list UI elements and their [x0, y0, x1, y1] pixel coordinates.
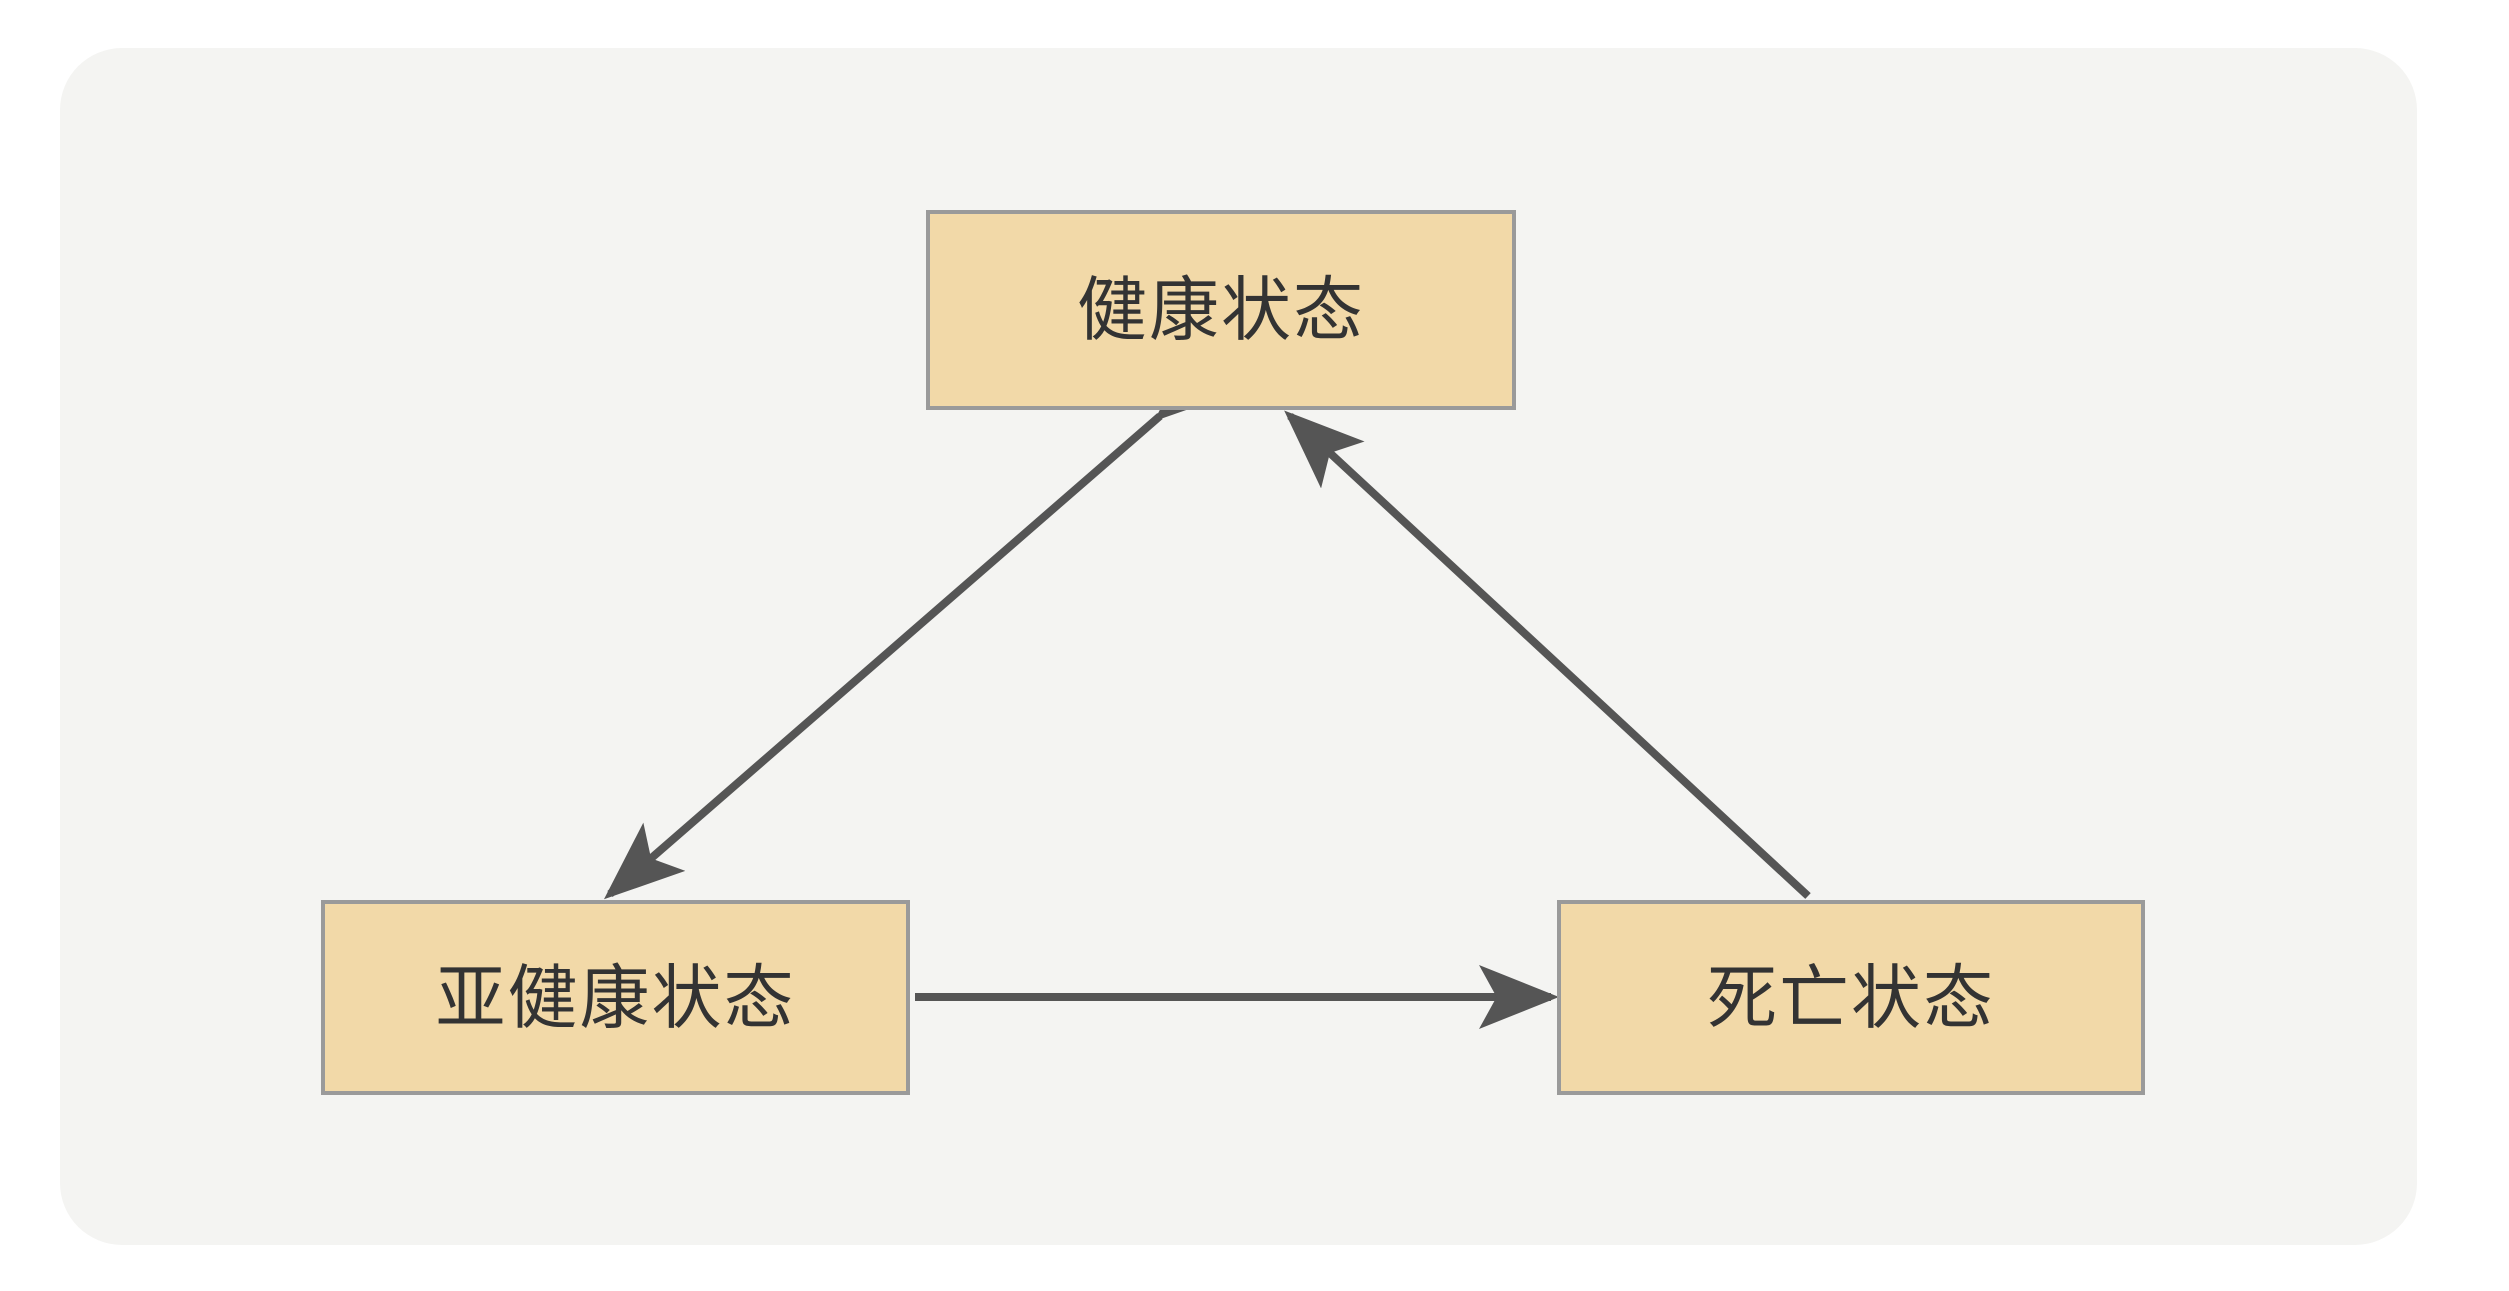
node-death-state[interactable]: 死亡状态 [1557, 900, 2145, 1095]
edge-death-health [1284, 410, 1811, 899]
node-subhealth-state-label: 亚健康状态 [435, 956, 796, 1039]
node-health-state-label: 健康状态 [1077, 269, 1365, 351]
node-death-state-label: 死亡状态 [1707, 956, 1995, 1039]
edge-health-subhealth [603, 344, 1236, 900]
node-subhealth-state[interactable]: 亚健康状态 [321, 900, 910, 1095]
node-health-state[interactable]: 健康状态 [926, 210, 1516, 410]
